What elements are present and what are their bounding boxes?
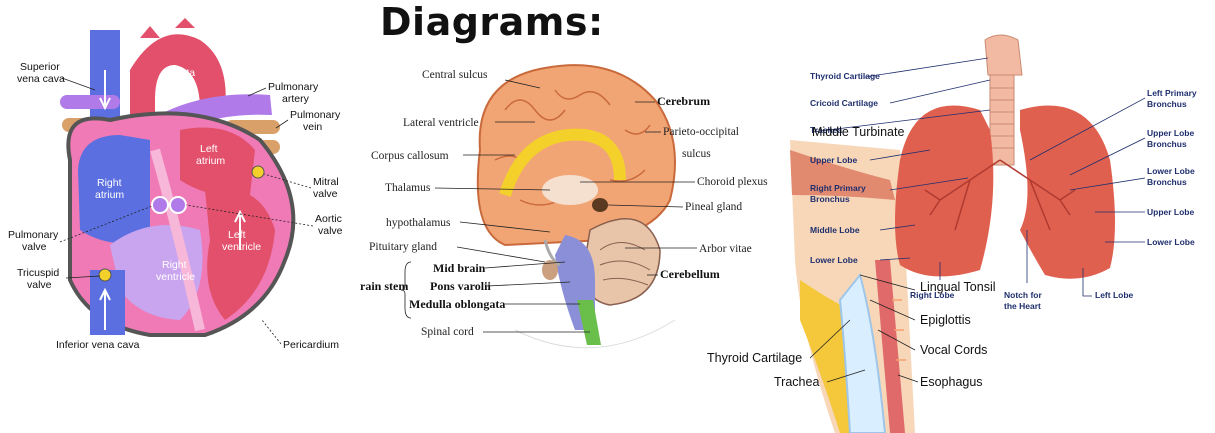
brain-diagram: Central sulcus Lateral ventricle Corpus … bbox=[360, 64, 768, 349]
label-lower-lobe-right: Lower Lobe bbox=[1147, 237, 1195, 247]
label-right-atrium-1: Right bbox=[97, 177, 122, 189]
label-pituitary-gland: Pituitary gland bbox=[369, 241, 437, 253]
label-thyroid-cartilage-top: Thyroid Cartilage bbox=[810, 71, 880, 81]
label-spinal-cord: Spinal cord bbox=[421, 326, 474, 338]
label-left-ventricle-2: ventricle bbox=[222, 241, 261, 253]
label-esophagus: Esophagus bbox=[920, 375, 983, 389]
label-left-ventricle-1: Left bbox=[228, 229, 246, 241]
label-pulmonary-artery-2: artery bbox=[282, 93, 310, 105]
label-left-atrium-1: Left bbox=[200, 143, 218, 155]
label-upper-lobe-left: Upper Lobe bbox=[810, 155, 857, 165]
label-epiglottis: Epiglottis bbox=[920, 313, 971, 327]
label-pericardium: Pericardium bbox=[283, 339, 339, 351]
label-aortic-valve-1: Aortic bbox=[315, 213, 342, 225]
respiratory-diagram: Thyroid Cartilage Cricoid Cartilage Trac… bbox=[707, 34, 1197, 433]
label-choroid-plexus: Choroid plexus bbox=[697, 176, 768, 188]
label-pulmonary-valve-2: valve bbox=[22, 241, 47, 253]
left-atrium bbox=[180, 127, 255, 196]
label-lower-lobe-left: Lower Lobe bbox=[810, 255, 858, 265]
label-middle-lobe: Middle Lobe bbox=[810, 225, 860, 235]
label-pulmonary-valve-1: Pulmonary bbox=[8, 229, 59, 241]
label-superior-vena-cava-1: Superior bbox=[20, 61, 60, 73]
label-left-primary-1: Left Primary bbox=[1147, 88, 1197, 98]
label-trachea: Trachea bbox=[774, 375, 819, 389]
label-aortic-valve-2: valve bbox=[318, 225, 343, 237]
label-brain-stem: rain stem bbox=[360, 279, 408, 293]
label-tricuspid-valve-2: valve bbox=[27, 279, 52, 291]
label-notch-1: Notch for bbox=[1004, 290, 1042, 300]
esophagus-tube bbox=[875, 260, 905, 433]
label-parieto-occipital-1: Parieto-occipital bbox=[663, 126, 739, 138]
thalamus bbox=[542, 175, 598, 205]
label-left-lobe: Left Lobe bbox=[1095, 290, 1134, 300]
label-right-atrium-2: atrium bbox=[95, 189, 124, 201]
label-lateral-ventricle: Lateral ventricle bbox=[403, 117, 479, 129]
label-aorta: Aorta bbox=[170, 67, 195, 79]
label-upper-lobe-right: Upper Lobe bbox=[1147, 207, 1194, 217]
label-lower-lobe-bronchus-2: Bronchus bbox=[1147, 177, 1187, 187]
label-right-lobe: Right Lobe bbox=[910, 290, 955, 300]
label-left-atrium-2: atrium bbox=[196, 155, 225, 167]
label-mitral-valve-2: valve bbox=[313, 188, 338, 200]
label-arbor-vitae: Arbor vitae bbox=[699, 243, 752, 255]
thyroid-cartilage-top bbox=[984, 34, 1023, 76]
trachea-tube bbox=[989, 74, 1015, 166]
label-trachea-top: Trachea bbox=[810, 125, 842, 135]
label-right-primary-1: Right Primary bbox=[810, 183, 866, 193]
pineal-gland bbox=[592, 198, 608, 212]
label-pulmonary-vein-2: vein bbox=[303, 121, 322, 133]
label-pulmonary-artery-1: Pulmonary bbox=[268, 81, 319, 93]
label-cerebellum: Cerebellum bbox=[660, 267, 720, 281]
label-cerebrum: Cerebrum bbox=[657, 94, 710, 108]
label-pulmonary-vein-1: Pulmonary bbox=[290, 109, 341, 121]
label-pineal-gland: Pineal gland bbox=[685, 201, 742, 213]
label-lingual-tonsil: Lingual Tonsil bbox=[920, 280, 996, 294]
label-lower-lobe-bronchus-1: Lower Lobe bbox=[1147, 166, 1195, 176]
label-pons-varolii: Pons varolii bbox=[430, 279, 491, 293]
label-vocal-cords: Vocal Cords bbox=[920, 343, 987, 357]
label-medulla-oblongata: Medulla oblongata bbox=[409, 297, 505, 311]
label-corpus-callosum: Corpus callosum bbox=[371, 150, 449, 162]
label-left-primary-2: Bronchus bbox=[1147, 99, 1187, 109]
label-notch-2: the Heart bbox=[1004, 301, 1041, 311]
page-title: Diagrams: bbox=[380, 0, 604, 44]
label-thyroid-cartilage: Thyroid Cartilage bbox=[707, 351, 802, 365]
label-parieto-occipital-2: sulcus bbox=[682, 148, 711, 160]
spinal-cord bbox=[577, 300, 601, 345]
airway bbox=[838, 272, 887, 433]
label-upper-lobe-bronchus-1: Upper Lobe bbox=[1147, 128, 1194, 138]
right-lung bbox=[895, 105, 994, 277]
heart-diagram: Superior vena cava Aorta Pulmonary arter… bbox=[8, 18, 343, 351]
label-inferior-vena-cava: Inferior vena cava bbox=[56, 339, 140, 351]
label-hypothalamus: hypothalamus bbox=[386, 217, 451, 229]
cerebellum bbox=[583, 218, 661, 306]
label-middle-turbinate: Middle Turbinate bbox=[812, 125, 904, 139]
left-ventricle bbox=[205, 188, 275, 320]
label-right-primary-2: Bronchus bbox=[810, 194, 850, 204]
label-tricuspid-valve-1: Tricuspid bbox=[17, 267, 59, 279]
label-right-ventricle-2: ventricle bbox=[156, 271, 195, 283]
cerebrum bbox=[476, 64, 676, 247]
right-atrium bbox=[78, 135, 150, 244]
label-upper-lobe-bronchus-2: Bronchus bbox=[1147, 139, 1187, 149]
left-lung bbox=[1020, 105, 1115, 279]
label-central-sulcus: Central sulcus bbox=[422, 69, 488, 81]
inferior-vena-cava bbox=[90, 270, 125, 335]
label-superior-vena-cava-2: vena cava bbox=[17, 73, 65, 85]
label-thalamus: Thalamus bbox=[385, 182, 431, 194]
label-cricoid-cartilage: Cricoid Cartilage bbox=[810, 98, 878, 108]
label-right-ventricle-1: Right bbox=[162, 259, 187, 271]
corpus-callosum bbox=[499, 128, 626, 197]
label-mitral-valve-1: Mitral bbox=[313, 176, 339, 188]
label-mid-brain: Mid brain bbox=[433, 261, 486, 275]
